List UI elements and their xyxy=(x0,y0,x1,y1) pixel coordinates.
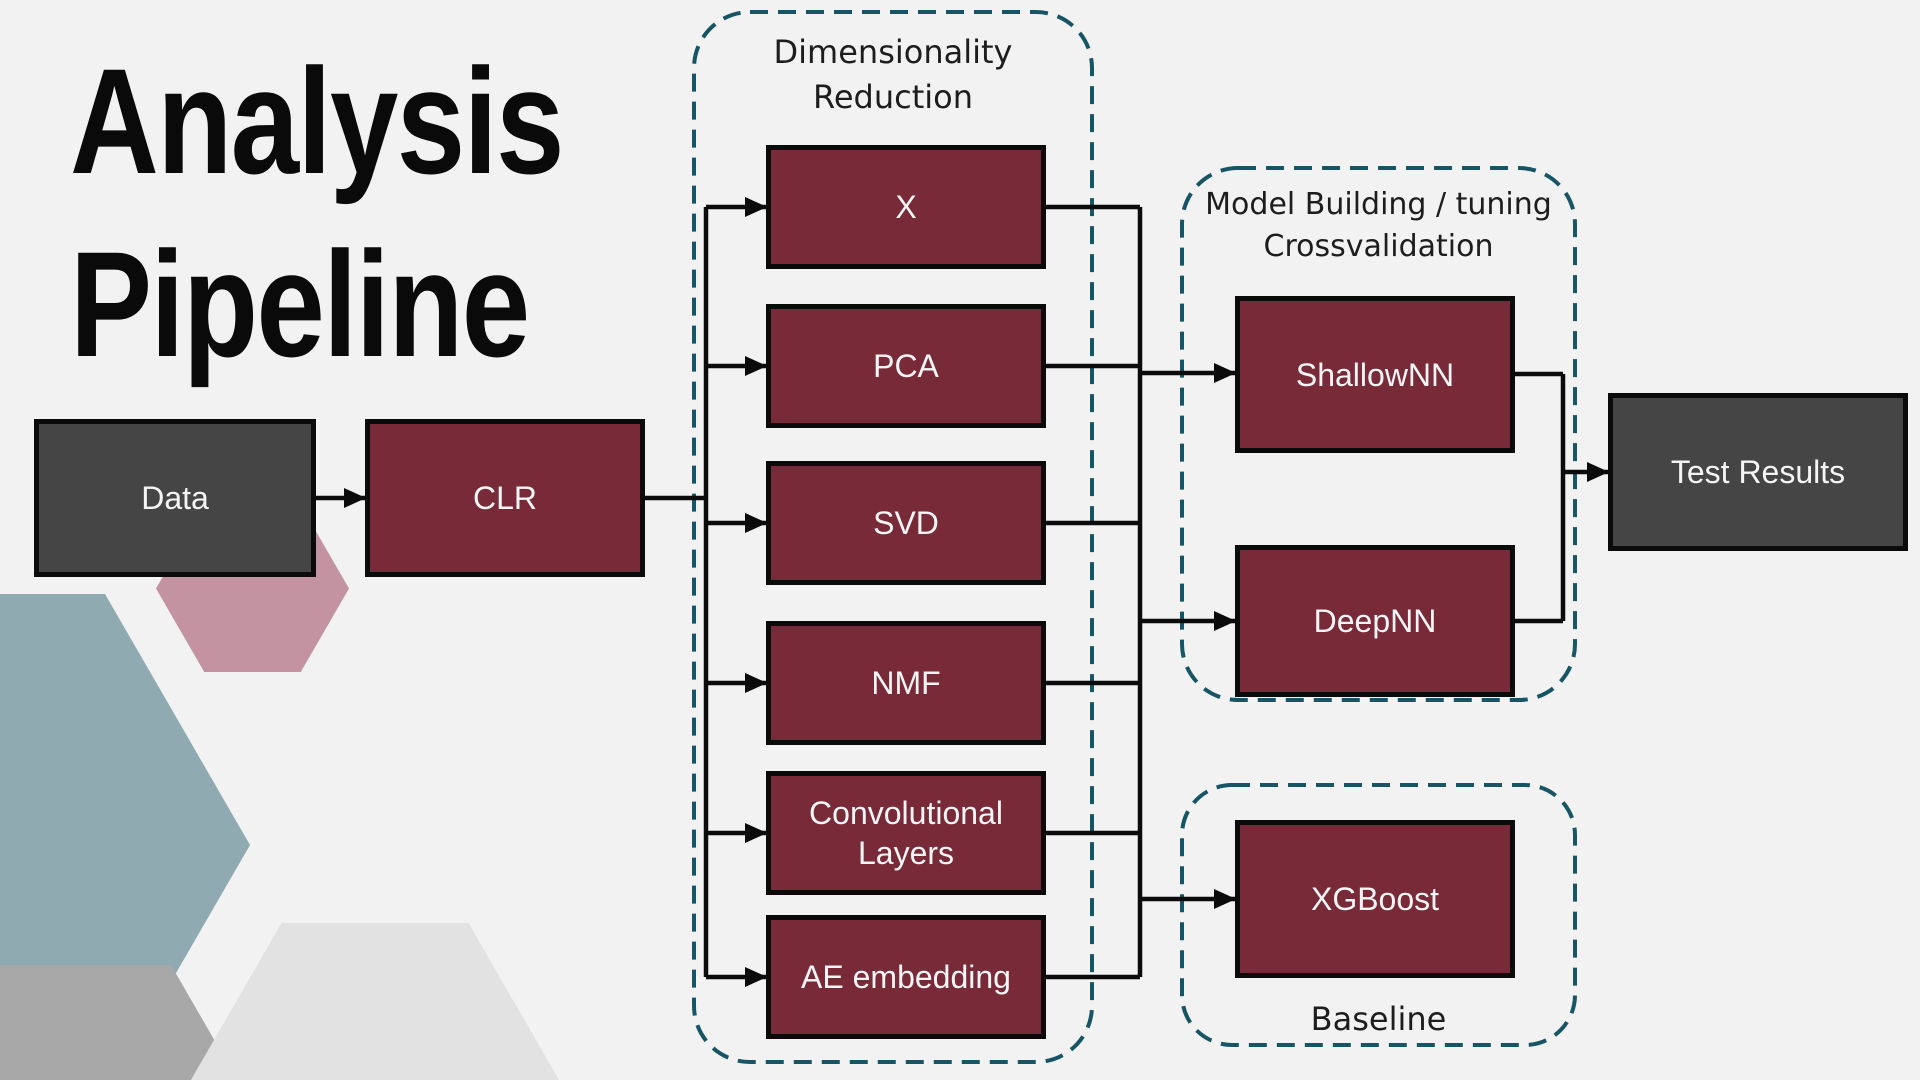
dimensionality-reduction-label: Dimensionality Reduction xyxy=(773,33,1013,117)
node-x: X xyxy=(766,145,1046,269)
connector-arrows xyxy=(316,197,1609,987)
node-svd: SVD xyxy=(766,461,1046,585)
baseline-container xyxy=(1180,783,1577,1047)
page-title: Analysis Pipeline xyxy=(70,37,564,388)
node-ae-embedding: AE embedding xyxy=(766,915,1046,1039)
baseline-label: Baseline xyxy=(1310,1000,1447,1038)
connector-lines xyxy=(645,204,1566,980)
node-deep-nn: DeepNN xyxy=(1235,545,1515,697)
node-pca: PCA xyxy=(766,304,1046,428)
node-shallow-nn: ShallowNN xyxy=(1235,296,1515,453)
node-clr: CLR xyxy=(365,419,645,577)
node-convolutional-layers: Convolutional Layers xyxy=(766,771,1046,895)
model-building-container xyxy=(1180,166,1577,702)
dimensionality-reduction-container xyxy=(692,10,1094,1064)
node-test-results: Test Results xyxy=(1608,393,1908,551)
node-data: Data xyxy=(34,419,316,577)
node-xgboost: XGBoost xyxy=(1235,820,1515,978)
node-nmf: NMF xyxy=(766,621,1046,745)
model-building-label: Model Building / tuning Crossvalidation xyxy=(1205,187,1552,264)
